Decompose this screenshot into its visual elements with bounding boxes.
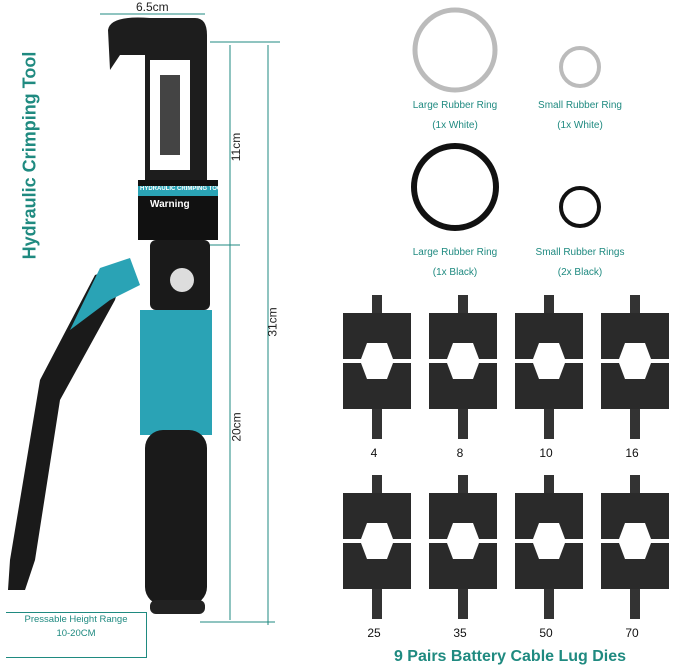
lever-handle — [70, 258, 140, 330]
die-size-label: 50 — [539, 626, 553, 640]
height-range-value: 10-20CM — [56, 628, 96, 639]
lower-handle-grip — [8, 265, 125, 590]
die-pair — [515, 295, 583, 439]
ring-caption: Small Rubber Rings(2x Black) — [535, 247, 625, 278]
dies-caption: 9 Pairs Battery Cable Lug Dies — [393, 648, 627, 665]
die-pair — [429, 295, 497, 439]
die-size-label: 4 — [370, 446, 378, 460]
ring-caption: Small Rubber Ring(1x White) — [538, 100, 622, 131]
body-dimension: 20cm — [229, 412, 244, 442]
die-size-label: 70 — [625, 626, 639, 640]
small-black-ring — [559, 186, 601, 228]
dimension-lines — [100, 13, 280, 625]
total-dimension: 31cm — [265, 307, 280, 337]
die-size-label: 8 — [456, 446, 464, 460]
brand-strip-text: HYDRAULIC CRIMPING TOOL — [140, 186, 220, 192]
width-dimension: 6.5cm — [136, 0, 169, 14]
die-pair — [343, 295, 411, 439]
large-white-ring — [412, 7, 498, 93]
die-pair — [601, 295, 669, 439]
ring-caption: Large Rubber Ring(1x Black) — [412, 247, 498, 278]
die-size-label: 25 — [367, 626, 381, 640]
rubber-grip — [145, 430, 207, 605]
die-size-label: 35 — [453, 626, 467, 640]
die-pair — [515, 475, 583, 619]
height-range-box: Pressable Height Range 10-20CM — [6, 612, 147, 658]
die-size-label: 10 — [539, 446, 553, 460]
rubber-rings — [411, 7, 601, 231]
release-valve-knob — [170, 268, 194, 292]
die-pair — [343, 475, 411, 619]
ring-caption: Large Rubber Ring(1x White) — [412, 100, 498, 131]
small-white-ring — [559, 46, 601, 88]
die-pair — [601, 475, 669, 619]
height-range-label: Pressable Height Range — [24, 614, 128, 625]
die-pair — [429, 475, 497, 619]
dies-illustration — [343, 295, 669, 619]
large-black-ring — [411, 143, 499, 231]
crimping-tool-illustration — [8, 13, 280, 625]
head-dimension: 11cm — [229, 132, 244, 162]
warning-text: Warning — [150, 199, 190, 210]
die-size-label: 16 — [625, 446, 639, 460]
blue-body — [140, 310, 212, 435]
